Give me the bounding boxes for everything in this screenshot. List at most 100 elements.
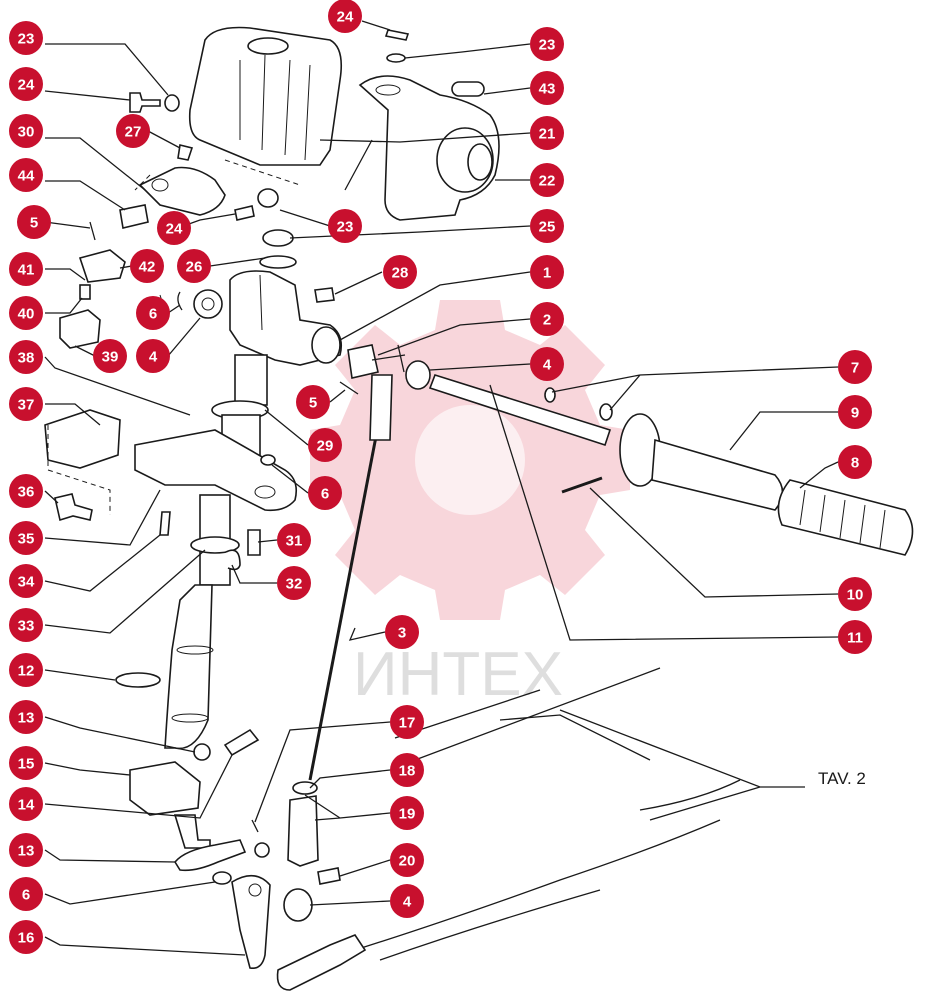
- callout-badge-circle: [530, 71, 564, 105]
- callout-5: 5: [296, 385, 330, 419]
- part-clevis-19: [287, 795, 319, 867]
- callout-number: 5: [30, 215, 38, 232]
- callout-19: 19: [390, 796, 424, 830]
- part-pin-20: [317, 867, 341, 885]
- part-screw-14: [223, 728, 260, 757]
- callout-badge-circle: [17, 205, 51, 239]
- part-washer-23-mid: [257, 188, 279, 208]
- callout-badge-circle: [390, 884, 424, 918]
- part-nut-18: [292, 781, 318, 795]
- part-pin-5-mid: [339, 381, 359, 395]
- callout-badge-circle: [838, 395, 872, 429]
- callout-badge-circle: [9, 564, 43, 598]
- callout-26: 26: [177, 249, 211, 283]
- callout-3: 3: [385, 615, 419, 649]
- callout-number: 20: [399, 853, 416, 870]
- callout-badge-circle: [296, 385, 330, 419]
- callout-number: 40: [18, 306, 35, 323]
- callout-badge-circle: [390, 796, 424, 830]
- callout-number: 41: [18, 262, 35, 279]
- callout-badge-circle: [9, 608, 43, 642]
- callout-number: 6: [149, 306, 157, 323]
- part-housing-cover: [188, 26, 343, 166]
- callout-number: 24: [166, 221, 183, 238]
- callout-23: 23: [9, 21, 43, 55]
- part-right-housing: [358, 75, 500, 221]
- dashed-assembly-lines: [47, 159, 301, 515]
- callout-24: 24: [157, 211, 191, 245]
- callout-number: 43: [539, 81, 556, 98]
- callout-20: 20: [390, 843, 424, 877]
- watermark-text: ИНТЕХ: [353, 640, 563, 709]
- callout-37: 37: [9, 387, 43, 421]
- callout-badge-circle: [136, 296, 170, 330]
- part-screw-36: [54, 493, 93, 522]
- callout-23: 23: [328, 209, 362, 243]
- callout-badge-circle: [9, 521, 43, 555]
- callout-25: 25: [530, 209, 564, 243]
- callout-5: 5: [17, 205, 51, 239]
- callout-number: 18: [399, 763, 416, 780]
- part-screw-24-mid: [234, 205, 255, 221]
- callout-16: 16: [9, 920, 43, 954]
- callout-number: 24: [337, 9, 354, 26]
- callout-36: 36: [9, 474, 43, 508]
- callout-2: 2: [530, 302, 564, 336]
- part-pin-44: [119, 204, 149, 229]
- callout-18: 18: [390, 753, 424, 787]
- callout-badge-circle: [838, 620, 872, 654]
- part-pin-10: [561, 476, 603, 494]
- callout-34: 34: [9, 564, 43, 598]
- callout-21: 21: [530, 116, 564, 150]
- callout-number: 24: [18, 77, 35, 94]
- callout-number: 11: [847, 630, 863, 647]
- callout-7: 7: [838, 350, 872, 384]
- callout-31: 31: [277, 523, 311, 557]
- callout-42: 42: [130, 249, 164, 283]
- callout-number: 12: [18, 663, 35, 680]
- callout-1: 1: [530, 255, 564, 289]
- part-oring-12: [115, 672, 161, 688]
- callout-badge-circle: [93, 339, 127, 373]
- callout-40: 40: [9, 296, 43, 330]
- callout-number: 32: [286, 576, 303, 593]
- callout-number: 26: [186, 259, 203, 276]
- callout-number: 13: [18, 843, 35, 860]
- callout-number: 4: [149, 349, 158, 366]
- callout-29: 29: [308, 428, 342, 462]
- part-pin-17: [251, 819, 259, 833]
- part-pin-31: [247, 529, 261, 556]
- part-washer-23-left: [164, 94, 180, 112]
- callout-30: 30: [9, 114, 43, 148]
- part-ring-33: [190, 536, 240, 554]
- callout-badge-circle: [136, 339, 170, 373]
- part-block-39: [59, 309, 101, 349]
- callout-badge-circle: [530, 116, 564, 150]
- callout-number: 3: [398, 625, 406, 642]
- part-ring-6-top: [177, 291, 183, 311]
- callout-9: 9: [838, 395, 872, 429]
- callout-number: 15: [18, 756, 35, 773]
- callout-number: 23: [18, 31, 35, 48]
- callout-badge-circle: [838, 350, 872, 384]
- callout-badge-circle: [9, 746, 43, 780]
- callout-badge-circle: [9, 158, 43, 192]
- callout-17: 17: [390, 705, 424, 739]
- callout-number: 29: [317, 438, 334, 455]
- callout-badge-circle: [9, 653, 43, 687]
- callout-24: 24: [9, 67, 43, 101]
- callout-badge-circle: [177, 249, 211, 283]
- callout-number: 9: [851, 405, 859, 422]
- callout-11: 11: [838, 620, 872, 654]
- callout-43: 43: [530, 71, 564, 105]
- part-bearing-4-bottom: [283, 888, 313, 922]
- callout-badge-circle: [9, 700, 43, 734]
- callout-number: 35: [18, 531, 35, 548]
- callout-number: 31: [286, 533, 303, 550]
- part-rod-head: [369, 374, 393, 441]
- callout-number: 1: [543, 265, 551, 282]
- callout-number: 33: [18, 618, 35, 635]
- callout-number: 6: [321, 486, 329, 503]
